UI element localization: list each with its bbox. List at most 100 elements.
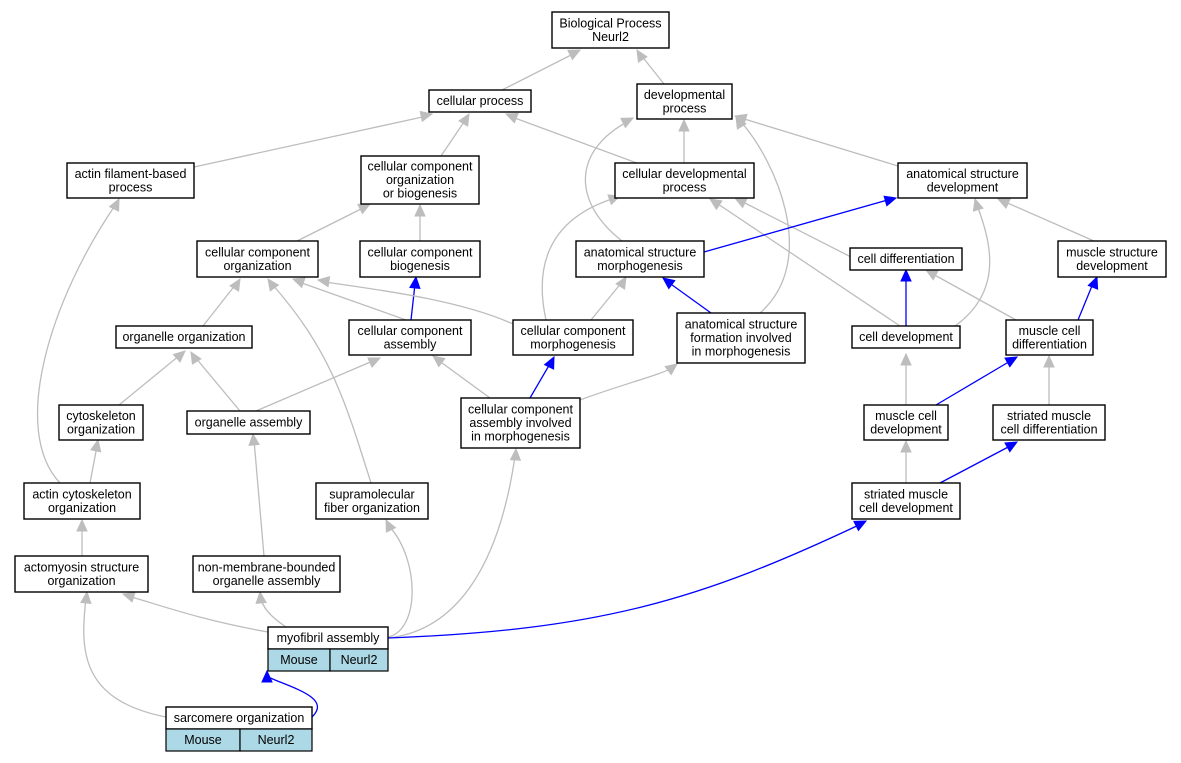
go-term-node-mfa[interactable]: myofibril assembly xyxy=(267,626,389,650)
node-box xyxy=(428,89,532,113)
annotation-cell-mouse[interactable]: Mouse xyxy=(267,648,331,672)
arrowhead-icon xyxy=(291,277,306,289)
edge-line xyxy=(667,281,712,314)
edge-line xyxy=(89,445,98,484)
node-label-line: cellular component xyxy=(368,245,473,259)
node-label-line: cell development xyxy=(859,501,953,515)
arrowhead-icon xyxy=(108,197,120,212)
node-label-line: cellular component xyxy=(358,324,463,338)
go-term-node-oo[interactable]: organelle organization xyxy=(115,325,253,349)
node-box xyxy=(315,482,429,520)
edge-line xyxy=(193,115,428,168)
arrowhead-icon xyxy=(664,363,678,376)
arrowhead-icon xyxy=(409,275,421,289)
node-label-line: formation involved xyxy=(690,331,791,345)
is-a-edge xyxy=(678,118,690,163)
arrowhead-icon xyxy=(190,350,202,365)
arrowhead-icon xyxy=(414,203,426,217)
go-term-node-cdev[interactable]: cell development xyxy=(851,325,961,349)
edge-line xyxy=(511,116,638,164)
edge-line xyxy=(740,117,899,167)
part-of-edge xyxy=(703,195,898,253)
node-label-line: in morphogenesis xyxy=(471,430,570,444)
edge-line xyxy=(440,118,467,157)
edge-line xyxy=(83,597,167,718)
node-label-line: myofibril assembly xyxy=(277,631,381,645)
node-label-line: development xyxy=(870,422,942,436)
node-label-line: morphogenesis xyxy=(530,337,615,351)
annotation-cell-box xyxy=(329,648,389,672)
node-box xyxy=(14,555,149,593)
edge-line xyxy=(590,281,623,321)
node-label-line: developmental xyxy=(644,88,725,102)
edge-line xyxy=(939,444,1013,484)
node-label-line: organization xyxy=(48,501,116,515)
node-box xyxy=(512,319,634,356)
arrowhead-icon xyxy=(255,590,267,604)
is-a-edge xyxy=(121,591,269,633)
annotation-cell-label: Mouse xyxy=(280,653,318,667)
is-a-edge xyxy=(735,115,790,314)
arrowhead-icon xyxy=(367,357,382,369)
node-label-line: organization xyxy=(47,574,115,588)
part-of-edge xyxy=(1077,275,1099,321)
edge-line xyxy=(935,359,1013,406)
is-a-edge xyxy=(1043,354,1055,405)
arrowhead-icon xyxy=(900,352,912,366)
node-label-line: striated muscle xyxy=(864,487,948,501)
is-a-edge xyxy=(89,438,102,484)
go-term-node-cp[interactable]: cellular process xyxy=(428,89,532,113)
node-label-line: organization xyxy=(223,259,291,273)
node-label-line: organelle assembly xyxy=(213,574,321,588)
annotation-cell-mouse[interactable]: Mouse xyxy=(165,728,241,752)
is-a-edge xyxy=(900,352,912,405)
edge-line xyxy=(1077,280,1095,321)
annotation-cell-neurl2[interactable]: Neurl2 xyxy=(239,728,313,752)
node-label-line: non-membrane-bounded xyxy=(198,560,336,574)
annotation-cell-neurl2[interactable]: Neurl2 xyxy=(329,648,389,672)
arrowhead-icon xyxy=(567,49,582,61)
go-term-node-cdiff[interactable]: cell differentiation xyxy=(849,247,963,271)
arrowhead-icon xyxy=(458,112,470,127)
is-a-edge xyxy=(248,432,265,557)
node-label-line: cellular component xyxy=(521,324,626,338)
node-label-line: Neurl2 xyxy=(592,30,629,44)
edge-line xyxy=(584,121,628,242)
node-label-line: cell development xyxy=(859,330,953,344)
arrowhead-icon xyxy=(248,432,260,446)
is-a-edge xyxy=(501,49,582,91)
arrowhead-icon xyxy=(172,350,186,363)
node-box xyxy=(115,325,253,349)
go-term-node-oa[interactable]: organelle assembly xyxy=(186,410,311,435)
go-term-node-so[interactable]: sarcomere organization xyxy=(165,706,313,730)
node-label-line: or biogenesis xyxy=(383,187,457,201)
annotation-cell-label: Neurl2 xyxy=(258,733,295,747)
is-a-edge xyxy=(636,48,665,85)
node-box xyxy=(863,404,949,441)
part-of-edge xyxy=(261,669,319,718)
edge-line xyxy=(541,197,616,321)
